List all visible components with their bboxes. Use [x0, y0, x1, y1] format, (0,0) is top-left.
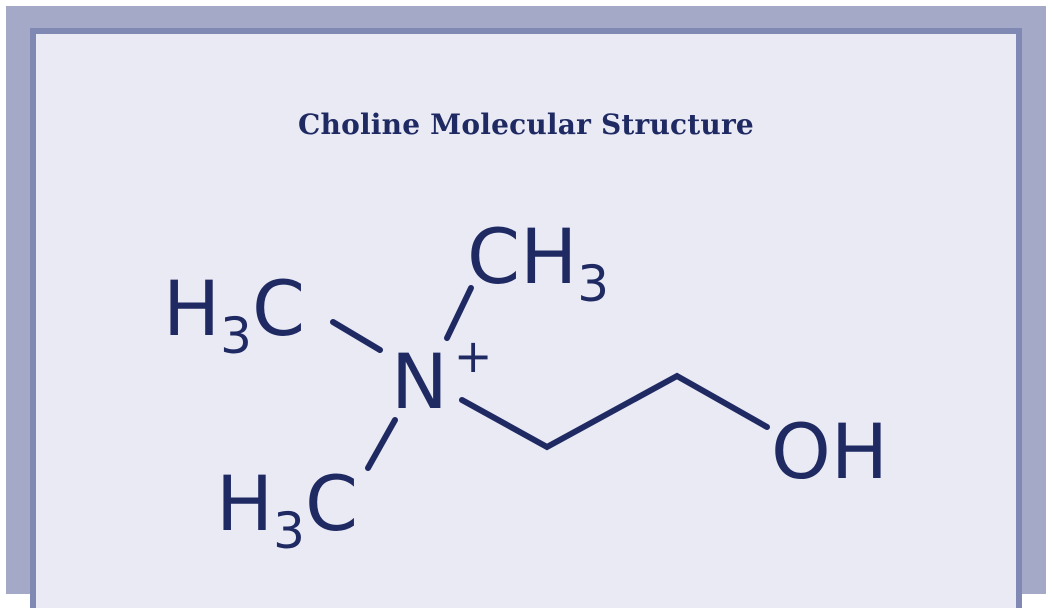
choline-structure: H3C CH3 H3C N+ OH [163, 212, 888, 560]
methyl-left-label: H3C [163, 264, 305, 365]
bond-ethyl-chain [459, 372, 770, 451]
bond-n-methyl-bottom [365, 417, 398, 471]
bond-n-methyl-left [330, 319, 383, 353]
diagram-title: Choline Molecular Structure [298, 108, 754, 141]
nitrogen-label: N+ [391, 329, 492, 426]
hydroxyl-label: OH [771, 407, 888, 496]
bond-n-methyl-top [444, 285, 474, 341]
methyl-bottom-label: H3C [216, 459, 358, 560]
methyl-top-label: CH3 [467, 212, 609, 313]
diagram-panel [30, 28, 1022, 608]
